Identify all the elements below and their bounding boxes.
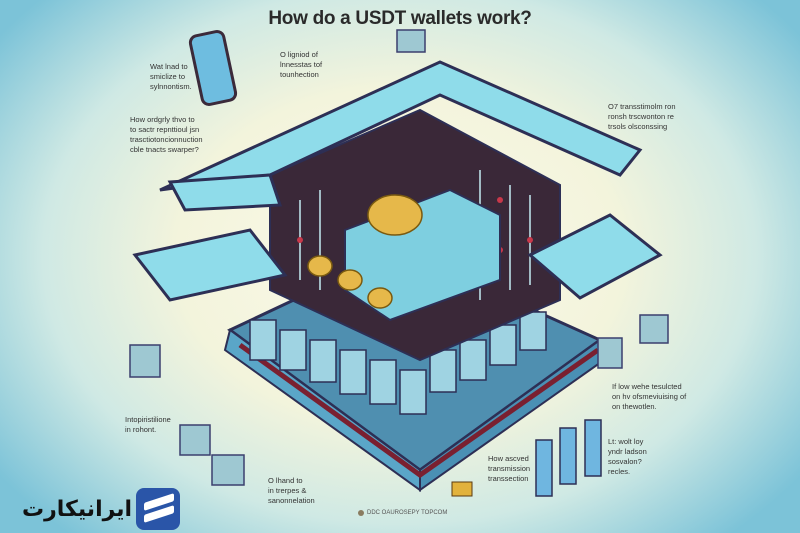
label-lower-right: If low wehe tesulcted on hv ofsmeviuisin… [612, 382, 687, 411]
label-top-center: O ligniod of lnnesstas tof tounhection [280, 50, 323, 79]
card-devices [535, 419, 602, 497]
credit-icon [358, 510, 364, 516]
brand-logo: ایرانیکارت [22, 488, 181, 530]
top-phone-frame [159, 60, 643, 212]
credit-text: DDC OAUROSEPY TOPCOM [367, 510, 448, 516]
circuit-nodes [297, 197, 533, 253]
label-mid-left: How ordgrly thvo to to sactr repnttioul … [130, 115, 203, 154]
logo-icon [136, 488, 181, 530]
credit: DDC OAUROSEPY TOPCOM [358, 510, 447, 516]
label-bottom-left: O lhand to in trerpes & sanonnelation [268, 476, 315, 505]
usb-key [451, 481, 473, 497]
left-phone [132, 228, 288, 302]
right-phone [527, 213, 663, 300]
label-lower-left: Intopiristilione in rohont. [125, 415, 171, 434]
server-blocks [249, 311, 547, 415]
page-title: How do a USDT wallets work? [268, 8, 532, 29]
smartphone [188, 30, 238, 106]
label-bottom-right: Lt: wolt loy yndr ladson sosvalon? recle… [608, 437, 647, 476]
logo-text: ایرانیکارت [22, 496, 133, 522]
server-stacks [129, 29, 669, 486]
label-top-right: O7 transstimolm ron ronsh trscwonton re … [608, 102, 676, 131]
bitcoin-coins [307, 194, 423, 309]
label-top-left: Wat lnad to smiclize to sylnnontism. [150, 62, 192, 91]
label-bottom-center: How ascved transmission transsection [488, 454, 531, 483]
